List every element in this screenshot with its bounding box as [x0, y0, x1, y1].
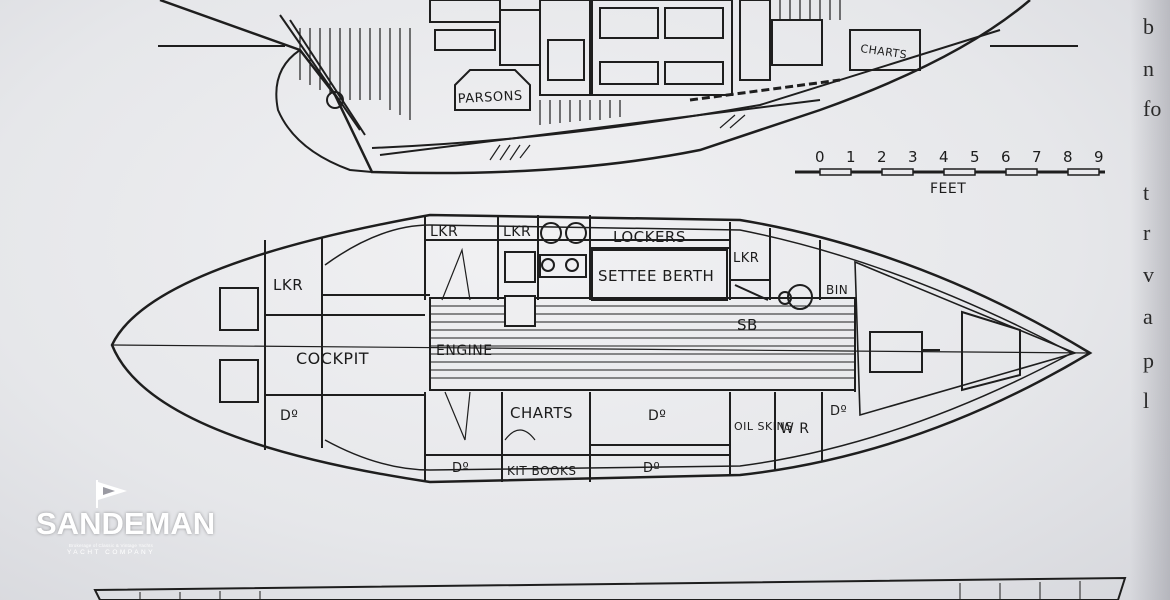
bottom-hull-strip [93, 576, 1127, 600]
margin-text-1: b [1143, 14, 1154, 39]
scale-tick-label: 8 [1063, 148, 1073, 166]
label-charts-top: CHARTS [860, 42, 908, 61]
profile-view: PARSONS CHARTS [158, 0, 1078, 175]
scale-unit: FEET [930, 181, 966, 197]
margin-text-7: a [1143, 304, 1153, 329]
scale-bar: 0 1 2 3 4 5 6 7 8 9 FEET [795, 148, 1105, 197]
scale-tick-label: 3 [908, 148, 918, 166]
label-oil-skins: OIL SKINS [734, 420, 793, 433]
label-wr: W R [780, 421, 810, 437]
scale-tick-label: 2 [877, 148, 887, 166]
pennant-flag-icon [96, 480, 127, 508]
label-sb: SB [737, 316, 758, 334]
margin-text-8: p [1143, 348, 1154, 373]
logo-name: SANDEMAN [36, 506, 216, 541]
scale-segment [943, 168, 976, 176]
page-edge-shadow [1130, 0, 1170, 600]
label-lkr-aft: LKR [273, 276, 303, 294]
label-engine: ENGINE [436, 343, 493, 359]
scale-tick-label: 0 [815, 148, 825, 166]
margin-text-9: l [1143, 388, 1150, 413]
margin-text-3: fo [1143, 96, 1162, 121]
label-kit-books: KIT BOOKS [507, 464, 576, 478]
label-do-bottom-1: Dº [452, 461, 469, 476]
margin-text-4: t [1143, 180, 1150, 205]
margin-text-2: n [1143, 56, 1154, 81]
label-lkr-1: LKR [430, 224, 458, 240]
label-do-mid: Dº [648, 408, 666, 424]
label-cockpit: COCKPIT [296, 349, 369, 368]
plan-view: LKR LKR LKR LOCKERS SETTEE BERTH LKR BIN… [110, 213, 1093, 484]
label-settee-berth: SETTEE BERTH [598, 267, 714, 285]
sandeman-logo: SANDEMAN Brokerage of Classic & Vintage … [36, 478, 216, 563]
label-bin: BIN [826, 283, 848, 297]
label-do-fwd: Dº [830, 404, 847, 419]
label-lkr-2: LKR [503, 224, 531, 240]
scale-segment [819, 168, 852, 176]
scale-segment [1005, 168, 1038, 176]
scale-tick-label: 1 [846, 148, 856, 166]
label-do-aft: Dº [280, 408, 298, 424]
scale-tick-label: 7 [1032, 148, 1042, 166]
scale-segment [1067, 168, 1100, 176]
scale-tick-label: 6 [1001, 148, 1011, 166]
label-lockers: LOCKERS [613, 228, 686, 246]
margin-text-6: v [1143, 262, 1154, 287]
logo-subtitle: YACHT COMPANY [66, 549, 156, 556]
scale-tick-label: 9 [1094, 148, 1104, 166]
margin-text-5: r [1143, 220, 1151, 245]
logo-tagline: Brokerage of Classic & Vintage Yachts [68, 543, 154, 548]
label-lkr-fwd: LKR [733, 251, 759, 266]
scale-tick-label: 5 [970, 148, 980, 166]
label-do-bottom-2: Dº [643, 461, 660, 476]
scale-tick-label: 4 [939, 148, 949, 166]
label-charts: CHARTS [510, 404, 573, 422]
label-parsons: PARSONS [457, 89, 523, 107]
scale-segment [881, 168, 914, 176]
